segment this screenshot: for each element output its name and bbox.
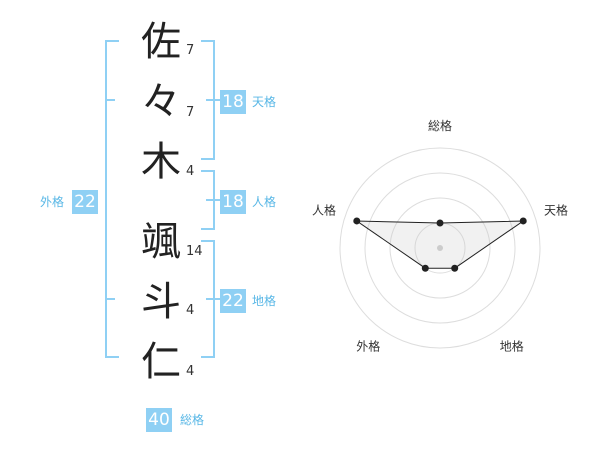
name-char-1: 佐	[141, 19, 181, 65]
stroke-count-4: 14	[186, 244, 203, 259]
soukaku-label: 総格	[180, 413, 205, 427]
radar-center-dot	[437, 245, 443, 251]
stroke-count-1: 7	[186, 43, 195, 58]
tenkaku-label: 天格	[252, 95, 277, 109]
radar-axis-label-jinkaku: 人格	[312, 202, 336, 217]
bracket-tick	[105, 99, 115, 101]
radar-area	[355, 220, 525, 269]
radar-axis-label-chikaku: 地格	[500, 339, 524, 354]
stroke-count-6: 4	[186, 364, 195, 379]
gaikaku-bracket	[105, 40, 119, 358]
bracket-tick	[206, 99, 220, 101]
radar-ring	[339, 147, 541, 349]
name-char-5: 斗	[141, 279, 181, 325]
radar-axis-label-soukaku: 総格	[428, 118, 452, 133]
bracket-tick	[206, 298, 220, 300]
radar-point-0	[436, 219, 444, 227]
name-char-2: 々	[141, 79, 181, 125]
gaikaku-badge: 22	[72, 190, 98, 214]
radar-axis-label-gaikaku: 外格	[356, 339, 380, 354]
radar-chart: 総格 天格 地格 外格 人格	[312, 118, 568, 354]
radar-ring	[389, 197, 491, 299]
radar-ring	[364, 172, 516, 324]
radar-point-4	[353, 217, 361, 225]
gaikaku-label: 外格	[40, 195, 65, 209]
stroke-count-5: 4	[186, 303, 195, 318]
jinkaku-label: 人格	[252, 195, 277, 209]
jinkaku-badge: 18	[220, 190, 246, 214]
bracket-tick	[206, 199, 220, 201]
name-char-3: 木	[141, 139, 181, 185]
stroke-count-2: 7	[186, 105, 195, 120]
chikaku-badge: 22	[220, 289, 246, 313]
chikaku-label: 地格	[252, 294, 277, 308]
radar-point-2	[451, 264, 459, 272]
name-char-4: 颯	[141, 219, 181, 265]
soukaku-badge: 40	[146, 408, 172, 432]
radar-points	[353, 217, 527, 272]
radar-point-1	[519, 217, 527, 225]
radar-point-3	[421, 264, 429, 272]
radar-axis-label-tenkaku: 天格	[544, 202, 568, 217]
tenkaku-badge: 18	[220, 90, 246, 114]
stroke-count-3: 4	[186, 164, 195, 179]
name-char-6: 仁	[141, 339, 181, 385]
bracket-tick	[105, 298, 115, 300]
